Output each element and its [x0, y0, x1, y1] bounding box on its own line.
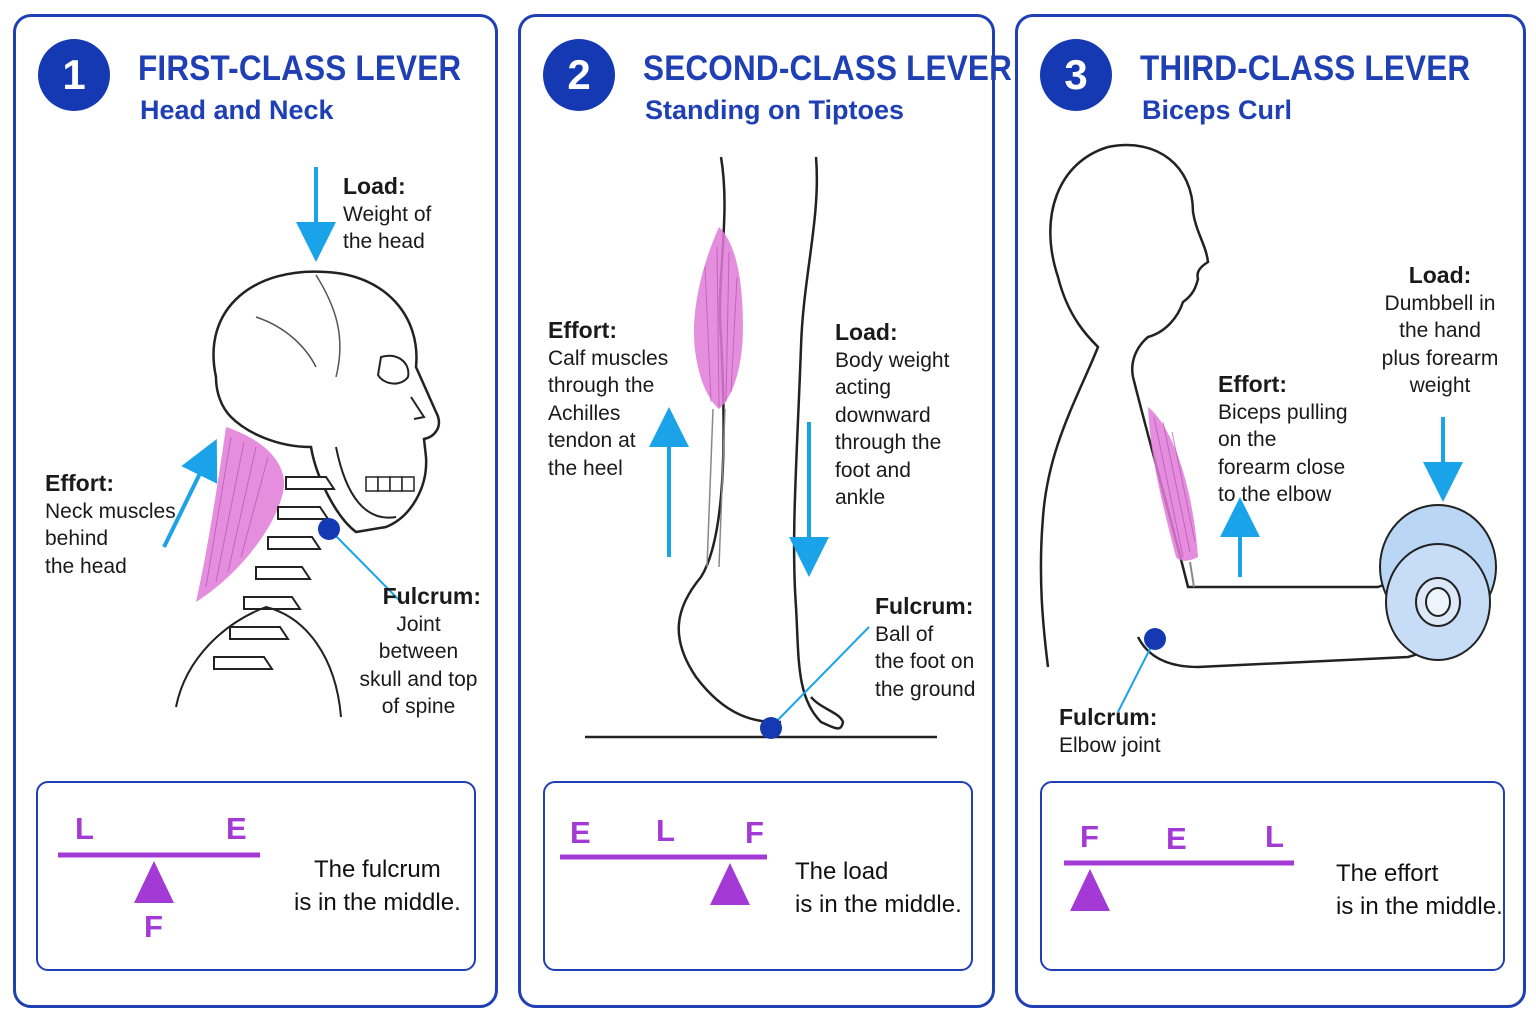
fulcrum-dot: [760, 717, 782, 739]
load-label: Load: Body weight acting downward throug…: [835, 319, 950, 509]
load-label: Load: Weight of the head: [343, 173, 432, 253]
biceps-curl-illustration: [1039, 143, 1497, 713]
fulcrum-label: Fulcrum: Ball of the foot on the ground: [875, 593, 976, 701]
head-neck-illustration: [162, 167, 441, 718]
lever-letter-effort: E: [226, 811, 247, 846]
panel-subtitle: Biceps Curl: [1142, 95, 1293, 125]
load-label: Load: Dumbbell in the hand plus forearm …: [1381, 262, 1499, 397]
torso-outline: [1039, 145, 1109, 668]
dumbbell: [1379, 504, 1497, 661]
panel-first-class-lever: 1 FIRST-CLASS LEVER Head and Neck: [13, 14, 498, 1008]
tiptoe-leg-illustration: [585, 156, 937, 739]
lever-summary: The load is in the middle.: [795, 858, 962, 918]
fulcrum-pointer: [1117, 638, 1156, 713]
panel-title: THIRD-CLASS LEVER: [1140, 49, 1471, 88]
effort-arrow: [162, 439, 218, 548]
fulcrum-label: Fulcrum: Joint between skull and top of …: [359, 583, 481, 718]
panel-subtitle: Head and Neck: [140, 95, 334, 125]
forearm-outline: [1136, 621, 1436, 669]
panel-subtitle: Standing on Tiptoes: [645, 95, 904, 125]
neck-muscle: [196, 427, 285, 602]
achilles-tendon: [706, 408, 726, 568]
panel-third-class-lever: 3 THIRD-CLASS LEVER Biceps Curl: [1015, 14, 1526, 1008]
fulcrum-pointer: [770, 626, 870, 728]
lever-letter-load: L: [75, 811, 94, 846]
panel-title: FIRST-CLASS LEVER: [138, 49, 462, 88]
lever-letter-effort: E: [570, 815, 591, 850]
lever-letter-fulcrum: F: [1080, 819, 1099, 854]
lever-letter-fulcrum: F: [144, 909, 163, 944]
lever-summary: The effort is in the middle.: [1336, 860, 1503, 920]
lever-diagram-box: F E L The effort is in the middle.: [1040, 781, 1505, 971]
panel-second-class-lever: 2 SECOND-CLASS LEVER Standing on Tiptoes: [518, 14, 1012, 1008]
fulcrum-dot: [318, 518, 340, 540]
effort-label: Effort: Neck muscles behind the head: [45, 470, 176, 578]
lever-letter-effort: E: [1166, 821, 1187, 856]
fulcrum-triangle: [1070, 869, 1110, 911]
lever-diagram-box: E L F The load is in the middle.: [543, 781, 973, 971]
biceps-muscle: [1148, 407, 1198, 561]
lever-summary: The fulcrum is in the middle.: [294, 856, 461, 916]
fulcrum-triangle: [710, 863, 750, 905]
fulcrum-triangle: [134, 861, 174, 903]
leg-front-outline: [792, 156, 845, 730]
lever-letter-fulcrum: F: [745, 815, 764, 850]
panel-number-badge: 1: [38, 39, 110, 111]
lever-letter-load: L: [656, 813, 675, 848]
cervical-spine: [213, 476, 336, 670]
leg-back-outline: [677, 156, 782, 724]
panel-title: SECOND-CLASS LEVER: [643, 49, 1013, 88]
lever-letter-load: L: [1265, 819, 1284, 854]
fulcrum-label: Fulcrum: Elbow joint: [1059, 704, 1161, 757]
panel-number-badge: 2: [543, 39, 615, 111]
panel-number-badge: 3: [1040, 39, 1112, 111]
fulcrum-pointer: [328, 528, 402, 603]
fulcrum-dot: [1144, 628, 1166, 650]
calf-muscle: [693, 227, 743, 409]
effort-label: Effort: Calf muscles through the Achille…: [548, 317, 669, 480]
lever-diagram-box: L E F The fulcrum is in the middle.: [36, 781, 476, 971]
skull: [212, 270, 441, 534]
effort-label: Effort: Biceps pulling on the forearm cl…: [1218, 371, 1348, 506]
head-profile: [1107, 143, 1210, 378]
